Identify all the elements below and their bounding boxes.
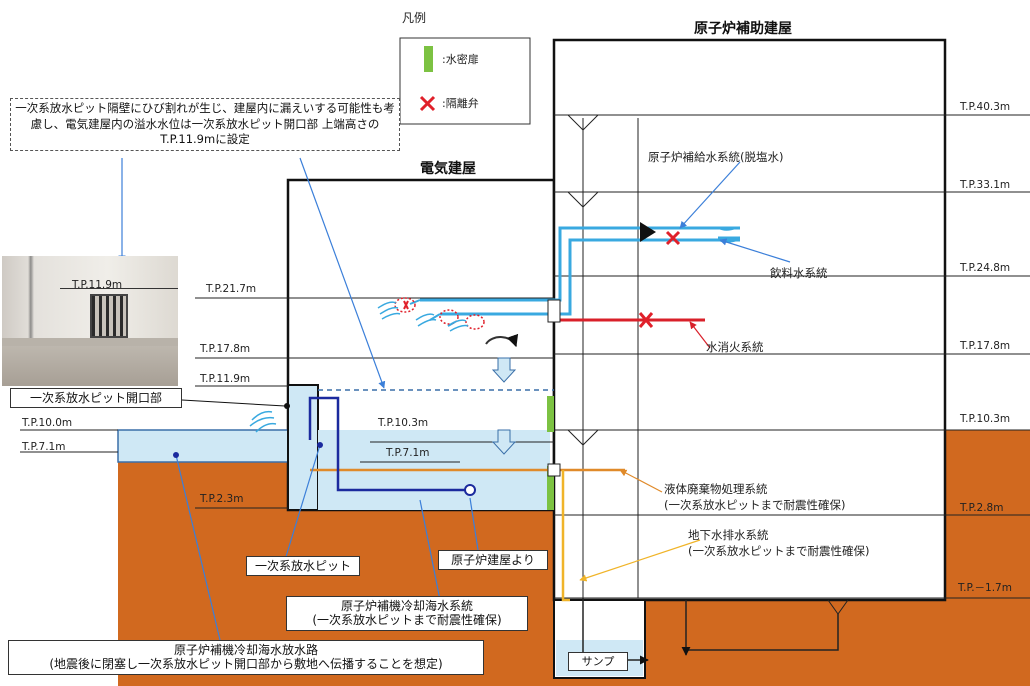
discharge-channel — [117, 429, 289, 463]
watertight-door — [547, 396, 554, 432]
level-label: T.P.21.7m — [206, 283, 257, 295]
pit-callout: 一次系放水ピット — [246, 556, 360, 577]
level-label: T.P.10.0m — [22, 417, 73, 429]
level-label: T.P.2.3m — [200, 493, 244, 505]
isolation-valve — [403, 222, 681, 328]
level-label: T.P.－1.7m — [958, 582, 1012, 594]
fire-system-label: 水消火系統 — [706, 340, 764, 354]
level-label: T.P.7.1m — [22, 441, 66, 453]
legend-door-swatch — [424, 46, 433, 72]
level-label: T.P.17.8m — [960, 340, 1011, 352]
elec-floor-lines — [20, 297, 554, 509]
cooling-system-callout: 原子炉補機冷却海水系統(一次系放水ピットまで耐震性確保) — [286, 596, 528, 631]
aux-building-title: 原子炉補助建屋 — [694, 21, 792, 37]
pit-opening-callout: 一次系放水ピット開口部 — [10, 388, 182, 409]
photo-level-label: T.P.11.9m — [72, 279, 123, 291]
discharge-pit — [287, 384, 319, 511]
drinking-system-label: 飲料水系統 — [770, 266, 828, 280]
level-label: T.P.17.8m — [200, 343, 251, 355]
pit-opening-photo: T.P.11.9m — [2, 256, 178, 386]
aux-shaft — [582, 118, 639, 598]
desal-system-label: 原子炉補給水系統(脱塩水) — [648, 150, 784, 164]
legend-box — [399, 37, 531, 125]
desal-pipe — [420, 226, 740, 316]
liquid-waste-label: 液体廃棄物処理系統(一次系放水ピットまで耐震性確保) — [664, 482, 846, 512]
from-reactor-callout: 原子炉建屋より — [438, 550, 548, 571]
cooling-pipe — [308, 396, 470, 492]
level-label: T.P.11.9m — [200, 373, 251, 385]
watertight-door — [547, 466, 554, 510]
level-label: T.P.10.3m — [960, 413, 1011, 425]
level-label: T.P.40.3m — [960, 101, 1011, 113]
elec-building-title: 電気建屋 — [420, 161, 476, 177]
groundwater-pipe — [561, 470, 570, 602]
aux-floor-lines — [554, 114, 1030, 599]
aux-building — [552, 38, 947, 602]
groundwater-label: 地下水排水系統(一次系放水ピットまで耐震性確保) — [688, 528, 870, 558]
legend-door-label: :水密扉 — [442, 53, 479, 66]
level-label: T.P.24.8m — [960, 262, 1011, 274]
level-label: T.P.7.1m — [386, 447, 430, 459]
level-label: T.P.33.1m — [960, 179, 1011, 191]
level-label: T.P.2.8m — [960, 502, 1004, 514]
level-label: T.P.10.3m — [378, 417, 429, 429]
break-circles — [394, 297, 485, 330]
sump-label: サンプ — [568, 652, 628, 672]
callout-lines — [118, 157, 791, 641]
flood-assumption-note: 一次系放水ピット隔壁にひび割れが生じ、建屋内に漏えいする可能性も考慮し、電気建屋… — [10, 98, 400, 151]
legend-valve-label: :隔離弁 — [442, 97, 479, 110]
legend-valve-swatch — [419, 95, 436, 112]
discharge-channel-callout: 原子炉補機冷却海水放水路(地震後に閉塞し一次系放水ピット開口部から敷地へ伝播する… — [8, 640, 484, 675]
legend-title: 凡例 — [402, 11, 427, 25]
photo-level-line — [60, 288, 178, 289]
pipe-end — [464, 484, 476, 496]
flow-arrows — [485, 333, 519, 455]
